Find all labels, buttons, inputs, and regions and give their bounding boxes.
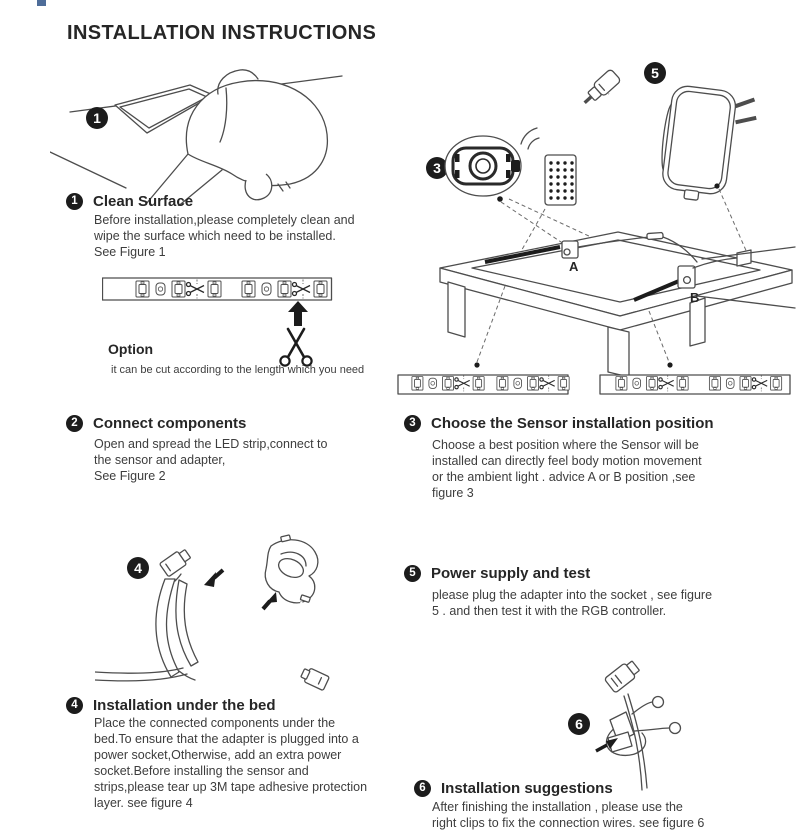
arrow-to-clip [595,738,618,753]
adapter-leader-line [718,188,749,256]
wire-connector [604,660,640,693]
figure-4-badge: 4 [127,557,149,579]
led-strip-peeling [95,549,225,682]
option-body: it can be cut according to the length wh… [111,364,365,376]
svg-text:6: 6 [575,716,583,732]
option-heading: Option [108,341,154,357]
strip-tape-front [155,578,180,678]
section-2-heading: Connect components [93,415,247,432]
ir-signal-waves [527,137,540,150]
adapter-body [661,85,757,201]
section-2-body: Open and spread the LED strip,connect to… [94,437,328,483]
section-1-header: 1 Clean Surface [66,193,193,210]
section-3-body: Choose a best position where the Sensor … [432,438,702,500]
remote-buttons [549,161,574,200]
section-5-number-badge: 5 [404,565,421,582]
leader-dot [497,196,503,202]
cable-connector [300,668,330,691]
section-4-number-badge: 4 [66,697,83,714]
bed-frame: A B [439,231,796,378]
plug-prong [735,115,757,125]
section-6-header: 6 Installation suggestions [414,780,613,797]
figure-3-5-bed-installation-illustration: 5 3 [397,62,796,395]
sensor-connector [511,160,520,172]
figure-4-tape-and-sensor-illustration: 4 [95,534,330,691]
section-1-heading: Clean Surface [93,193,194,210]
section-5-header: 5 Power supply and test [404,565,590,582]
svg-text:1: 1 [93,110,101,126]
arrow-up-icon [288,301,308,326]
figure-1-badge: 1 [86,107,108,129]
section-4-body: Place the connected components under the… [94,716,368,810]
leader-dot [714,183,720,189]
section-6-body: After finishing the installation , pleas… [432,800,705,830]
section-3-header: 3 Choose the Sensor installation positio… [404,415,714,432]
svg-text:3: 3 [433,160,441,176]
position-a-label: A [569,259,579,274]
section-3-heading: Choose the Sensor installation position [431,415,714,432]
surface-front-line [50,151,127,189]
strip-connector [159,549,191,577]
section-5-heading: Power supply and test [431,565,591,582]
section-4-heading: Installation under the bed [93,697,276,714]
figure-3-badge: 3 [426,157,448,179]
section-1-body: Before installation,please completely cl… [94,213,355,259]
scissors-icon [279,327,313,367]
arrow-peel [204,568,225,587]
led-strip-right [599,374,791,395]
page-corner-mark [37,0,46,6]
plug-prong [734,97,756,109]
section-2-number-badge: 2 [66,415,83,432]
led-strip-cuttable-illustration [102,277,333,301]
bed-leg [689,297,706,347]
section-5-body: please plug the adapter into the socket … [432,588,713,618]
figure-5-badge: 5 [644,62,666,84]
power-adapter [583,69,757,256]
arrow-to-sensor [261,592,277,611]
wire-end [668,721,682,735]
sensor-at-b [677,265,696,289]
sensor-with-cable [261,534,330,691]
fixing-clip [607,711,635,753]
led-strip-position-b [633,279,680,302]
sensor-lens [468,151,498,181]
strip-tape-back [175,579,199,667]
svg-text:4: 4 [134,560,142,576]
section-6-number-badge: 6 [414,780,431,797]
section-3-number-badge: 3 [404,415,421,432]
strip-leader-right [648,310,670,363]
svg-text:5: 5 [651,65,659,81]
section-6-heading: Installation suggestions [441,780,613,797]
bed-leg [447,281,466,338]
wire-to-outlet [692,257,738,269]
wire-end [651,695,665,709]
hand [145,69,328,206]
remote-control [514,127,577,263]
led-strip-position-a [484,245,561,264]
section-4-header: 4 Installation under the bed [66,697,276,714]
connection-wire [577,236,650,248]
dc-barrel-connector [583,69,621,104]
position-b-label: B [690,290,699,305]
figure-1-clean-surface-illustration: 1 [50,69,343,206]
connection-wires [605,693,682,791]
section-2-header: 2 Connect components [66,415,246,432]
page-title: INSTALLATION INSTRUCTIONS [67,22,377,44]
motion-sensor-detail [444,135,620,251]
bed-leg [607,326,630,378]
figure-6-badge: 6 [568,713,590,735]
section-1-number-badge: 1 [66,193,83,210]
sensor-at-a [561,240,579,259]
led-strip-left [397,374,569,395]
sensor-leader-line-a [500,201,565,245]
figure-6-wire-clip-illustration: 6 [568,660,682,791]
